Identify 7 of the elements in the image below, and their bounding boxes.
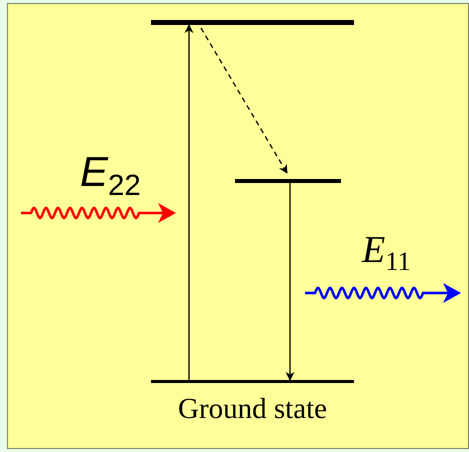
transition-arrow xyxy=(200,28,288,174)
transition-arrow xyxy=(286,183,294,381)
energy-label: E$_{11}$ xyxy=(362,228,411,277)
energy-label: E$_{22}$ xyxy=(80,148,141,203)
transition-arrow xyxy=(184,24,194,380)
level-label: Ground state xyxy=(178,393,327,426)
energy-level-line xyxy=(151,380,354,382)
